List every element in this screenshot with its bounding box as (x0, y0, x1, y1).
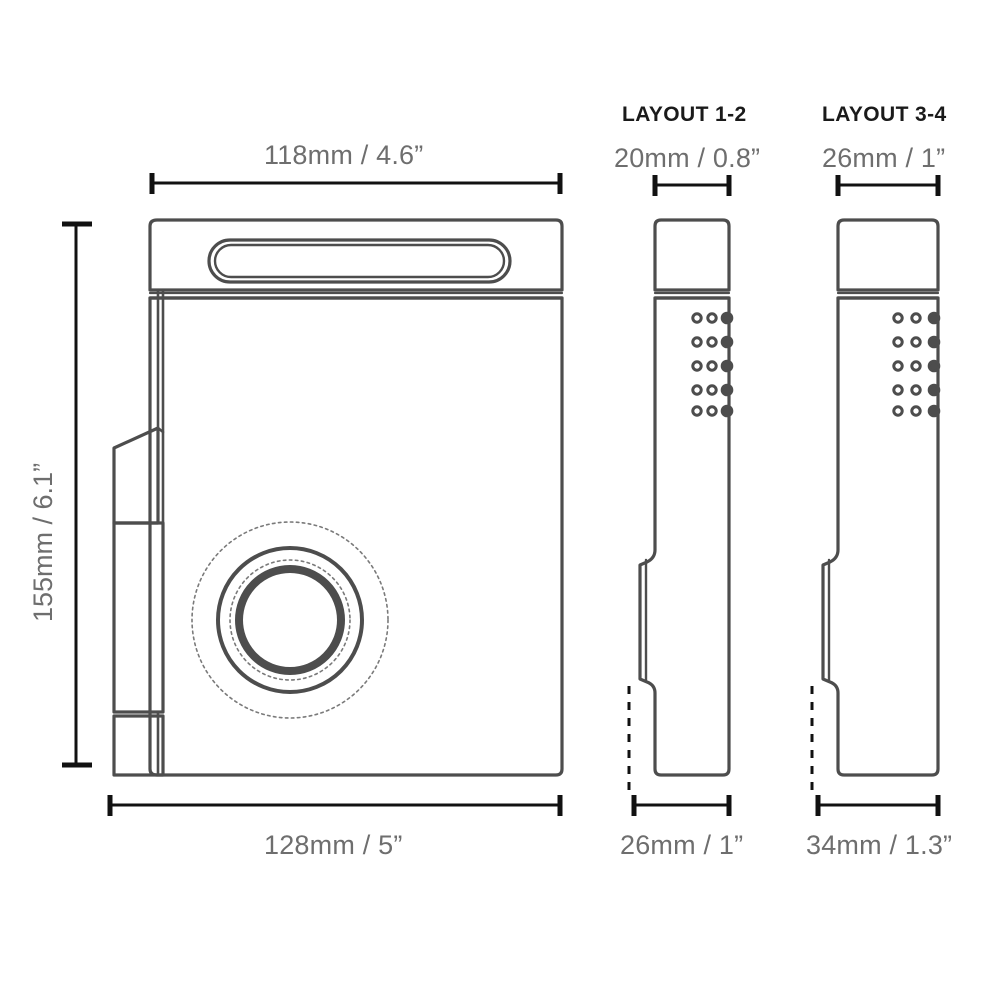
front-left-panel-bottom-segment (112, 714, 165, 777)
side2-main-body (821, 296, 940, 777)
front-speaker-ring-solid (216, 546, 364, 694)
front-speaker-ring-thick (235, 565, 345, 675)
side1-bottom-dimension-label: 26mm / 1” (620, 830, 744, 860)
side2-vent-grid (892, 311, 941, 418)
front-top-band (148, 218, 564, 292)
front-handle-slot-inner (213, 243, 506, 279)
front-main-body (148, 296, 564, 777)
front-left-panel-mid-segment (112, 521, 165, 714)
side1-top-dimension-label: 20mm / 0.8” (614, 143, 761, 173)
side2-header: LAYOUT 3-4 (822, 103, 947, 126)
dimension-lines (62, 173, 941, 816)
side1-header: LAYOUT 1-2 (622, 103, 747, 126)
side2-top-band (836, 218, 940, 292)
front-top-dimension-label: 118mm / 4.6” (264, 140, 424, 170)
front-speaker-ring-inner-dotted (229, 559, 351, 681)
side2-top-dimension-label: 26mm / 1” (822, 143, 946, 173)
side1-top-band (653, 218, 731, 292)
side2-bottom-dimension-label: 34mm / 1.3” (806, 830, 953, 860)
front-handle-slot-outer (207, 238, 512, 284)
front-height-dimension-label: 155mm / 6.1” (28, 462, 58, 622)
side1-main-body (638, 296, 731, 777)
side1-vent-grid (691, 311, 734, 418)
front-speaker-ring-outer-dotted (191, 521, 389, 719)
front-bottom-dimension-label: 128mm / 5” (264, 830, 403, 860)
